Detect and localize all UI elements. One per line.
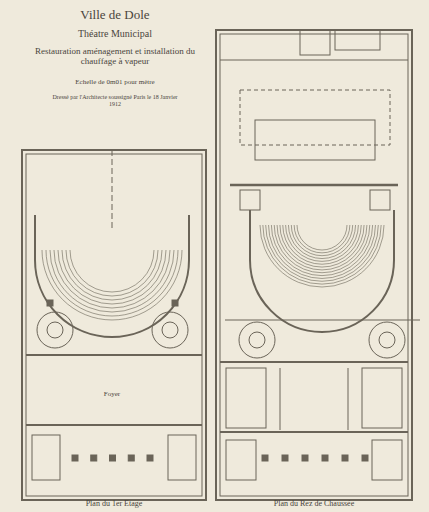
date-note: Dressé par l'Architecte soussigné Paris …: [50, 94, 180, 108]
plan-label: Plan du 1er Etage: [22, 499, 206, 508]
project-title: Restauration aménagement et installation…: [30, 46, 200, 67]
title: Ville de Dole: [30, 8, 200, 23]
plan-label: Plan du Rez de Chaussée: [216, 499, 412, 508]
room-label: Foyer: [92, 390, 132, 398]
scale-note: Echelle de 0m01 pour mètre: [30, 78, 200, 86]
subtitle: Théatre Municipal: [30, 28, 200, 40]
